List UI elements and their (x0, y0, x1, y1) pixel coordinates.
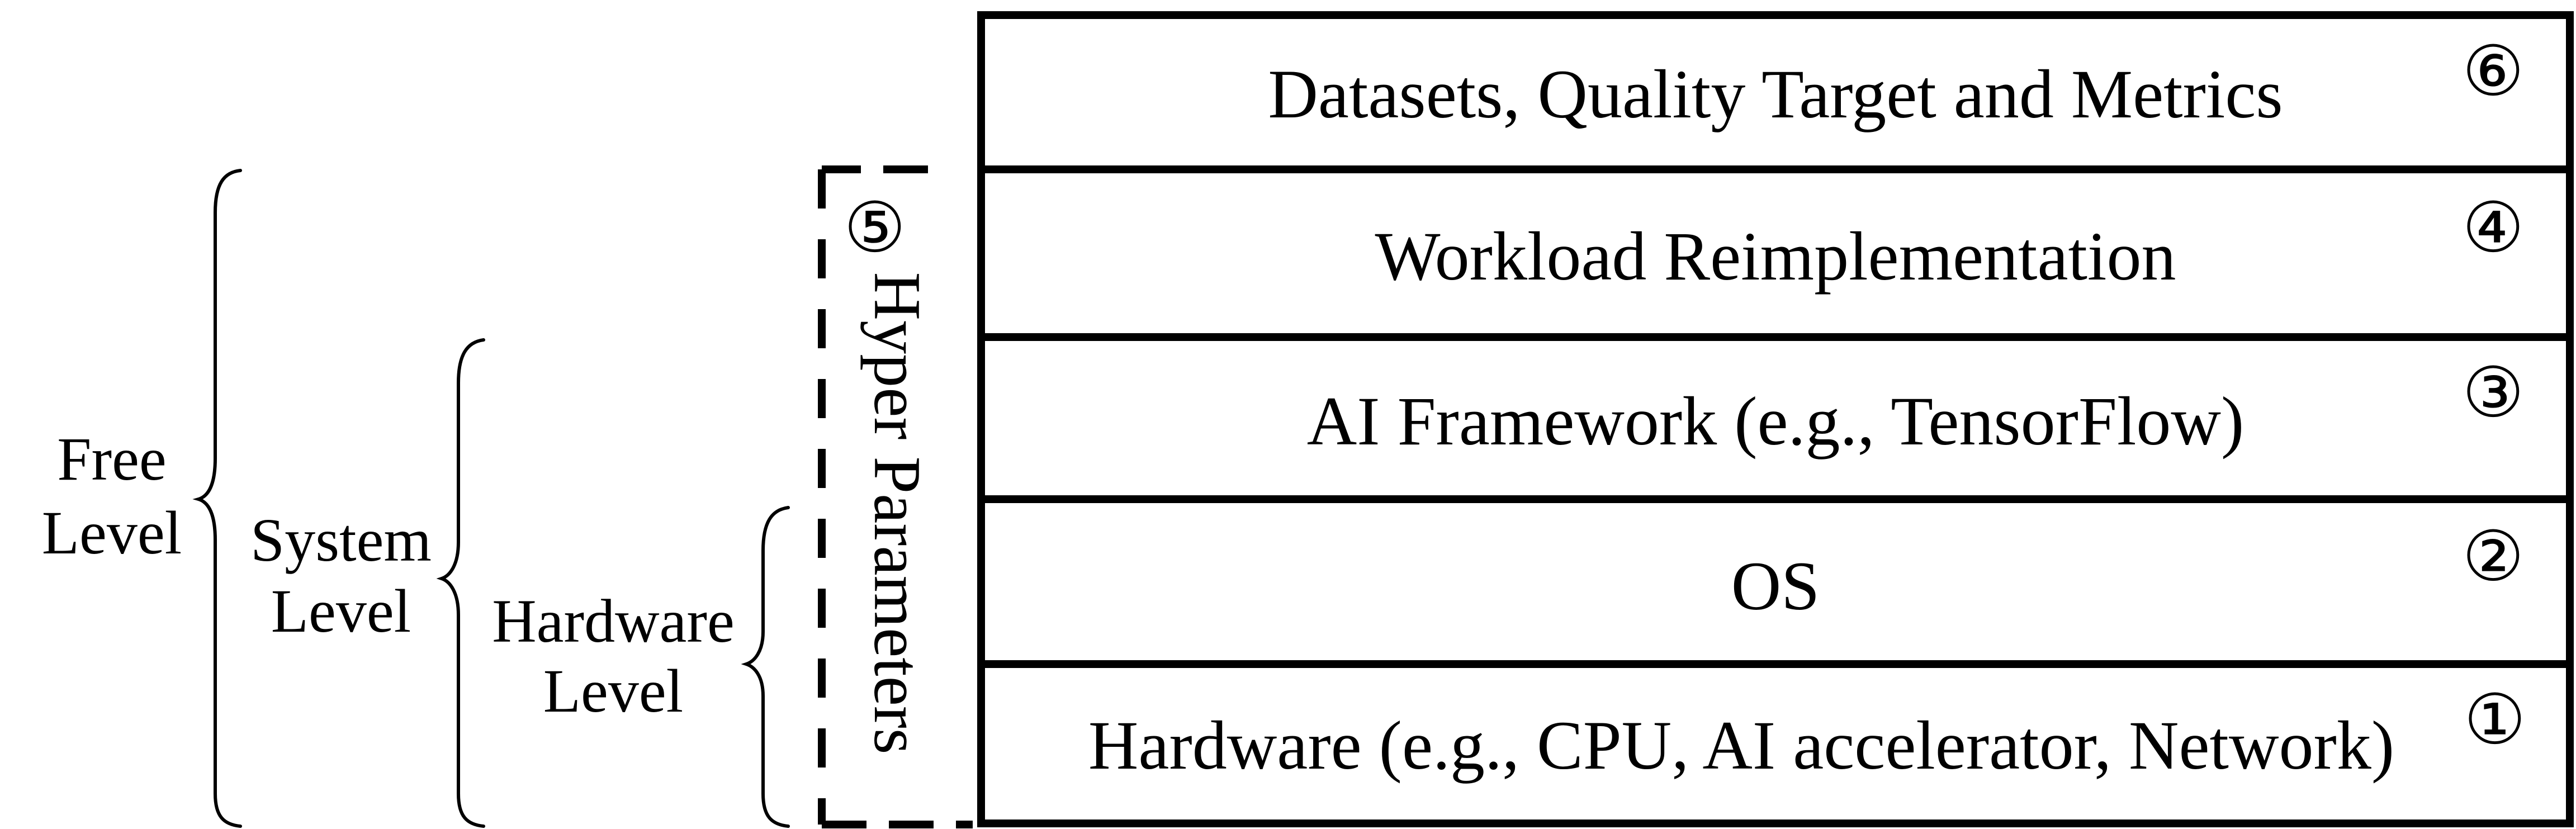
layer-label-workload: Workload Reimplementation (1375, 218, 2176, 295)
layer-number-datasets: ⑥ (2462, 31, 2524, 112)
hardware-level-label-line1: Hardware (492, 587, 735, 655)
layer-label-hardware: Hardware (e.g., CPU, AI accelerator, Net… (1088, 707, 2394, 784)
layer-number-hardware: ① (2464, 680, 2526, 760)
layer-label-os: OS (1731, 548, 1820, 624)
level-braces (192, 169, 790, 828)
free-level-label-line1: Free (57, 425, 166, 493)
layer-number-framework: ③ (2462, 353, 2524, 433)
hardware-level-label-line2: Level (543, 657, 683, 725)
system-level-label-line2: Level (271, 577, 411, 645)
layer-label-datasets: Datasets, Quality Target and Metrics (1268, 56, 2283, 132)
hardware-level-brace (741, 506, 790, 828)
hyper-parameters-number: ⑤ (844, 188, 906, 268)
layer-label-framework: AI Framework (e.g., TensorFlow) (1307, 383, 2244, 459)
layer-box-hardware (977, 660, 2574, 827)
layer-number-os: ② (2462, 517, 2524, 597)
system-level-label-line1: System (250, 506, 432, 574)
free-level-brace (192, 169, 242, 828)
free-level-label-line2: Level (42, 499, 182, 567)
system-level-brace (436, 338, 485, 828)
layer-stack (977, 11, 2574, 827)
layer-number-workload: ④ (2462, 188, 2524, 268)
hyper-parameters-label: Hyper Parameters (860, 272, 935, 755)
hyper-parameters-bracket (818, 165, 973, 828)
